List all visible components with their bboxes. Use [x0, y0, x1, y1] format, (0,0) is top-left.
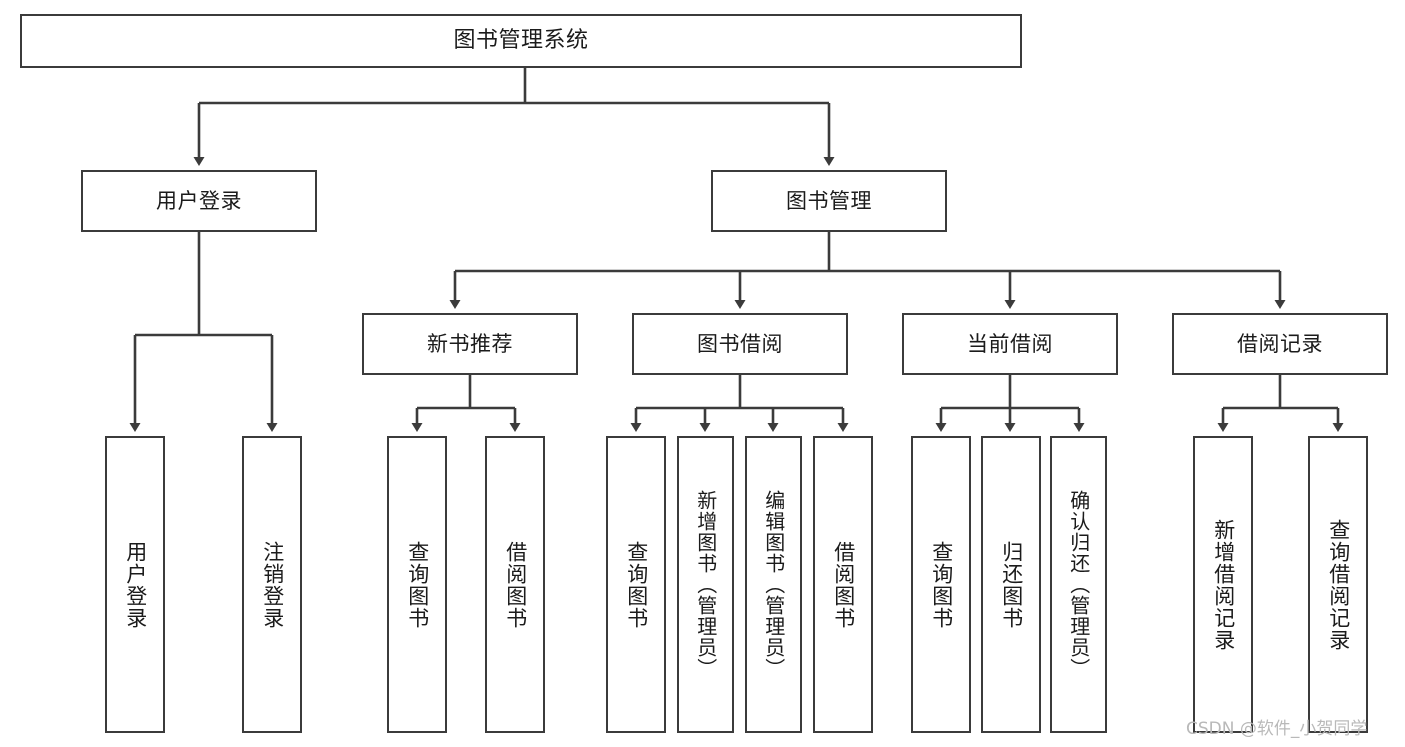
node-label: 归还图书 — [999, 540, 1024, 629]
node-leaf-user-login[interactable]: 用户登录 — [105, 436, 165, 733]
node-label: 查询图书 — [929, 540, 954, 629]
node-label: 编辑图书（管理员） — [761, 490, 786, 679]
node-label: 图书管理系统 — [453, 28, 589, 54]
node-new-book-recommendation[interactable]: 新书推荐 — [362, 313, 578, 375]
node-label: 借阅记录 — [1237, 331, 1323, 356]
node-label: 图书借阅 — [697, 331, 783, 356]
node-leaf-borrow-books-newbook[interactable]: 借阅图书 — [485, 436, 545, 733]
node-book-borrow[interactable]: 图书借阅 — [632, 313, 848, 375]
node-label: 查询借阅记录 — [1326, 518, 1351, 651]
node-label: 新增借阅记录 — [1211, 518, 1236, 651]
node-leaf-borrow-books[interactable]: 借阅图书 — [813, 436, 873, 733]
node-leaf-return-books[interactable]: 归还图书 — [981, 436, 1041, 733]
csdn-watermark: CSDN @软件_小贺同学 — [1186, 719, 1368, 739]
node-borrow-records[interactable]: 借阅记录 — [1172, 313, 1388, 375]
node-label: 确认归还（管理员） — [1066, 490, 1091, 679]
node-root-system[interactable]: 图书管理系统 — [20, 14, 1022, 68]
node-label: 借阅图书 — [831, 540, 856, 629]
node-label: 查询图书 — [624, 540, 649, 629]
node-label: 注销登录 — [260, 540, 285, 629]
node-label: 用户登录 — [123, 540, 148, 629]
node-label: 图书管理 — [786, 188, 872, 213]
node-label: 当前借阅 — [967, 331, 1053, 356]
node-label: 查询图书 — [405, 540, 430, 629]
node-leaf-query-books-borrow[interactable]: 查询图书 — [606, 436, 666, 733]
node-leaf-edit-book-admin[interactable]: 编辑图书（管理员） — [745, 436, 802, 733]
node-leaf-add-borrow-record[interactable]: 新增借阅记录 — [1193, 436, 1253, 733]
node-book-management[interactable]: 图书管理 — [711, 170, 947, 232]
node-leaf-query-books-current[interactable]: 查询图书 — [911, 436, 971, 733]
node-current-borrow[interactable]: 当前借阅 — [902, 313, 1118, 375]
node-label: 用户登录 — [156, 188, 242, 213]
node-leaf-confirm-return-admin[interactable]: 确认归还（管理员） — [1050, 436, 1107, 733]
node-user-login[interactable]: 用户登录 — [81, 170, 317, 232]
node-leaf-query-borrow-record[interactable]: 查询借阅记录 — [1308, 436, 1368, 733]
node-leaf-add-book-admin[interactable]: 新增图书（管理员） — [677, 436, 734, 733]
node-label: 新增图书（管理员） — [693, 490, 718, 679]
node-leaf-logout[interactable]: 注销登录 — [242, 436, 302, 733]
node-leaf-query-books-newbook[interactable]: 查询图书 — [387, 436, 447, 733]
node-label: 新书推荐 — [427, 331, 513, 356]
node-label: 借阅图书 — [503, 540, 528, 629]
